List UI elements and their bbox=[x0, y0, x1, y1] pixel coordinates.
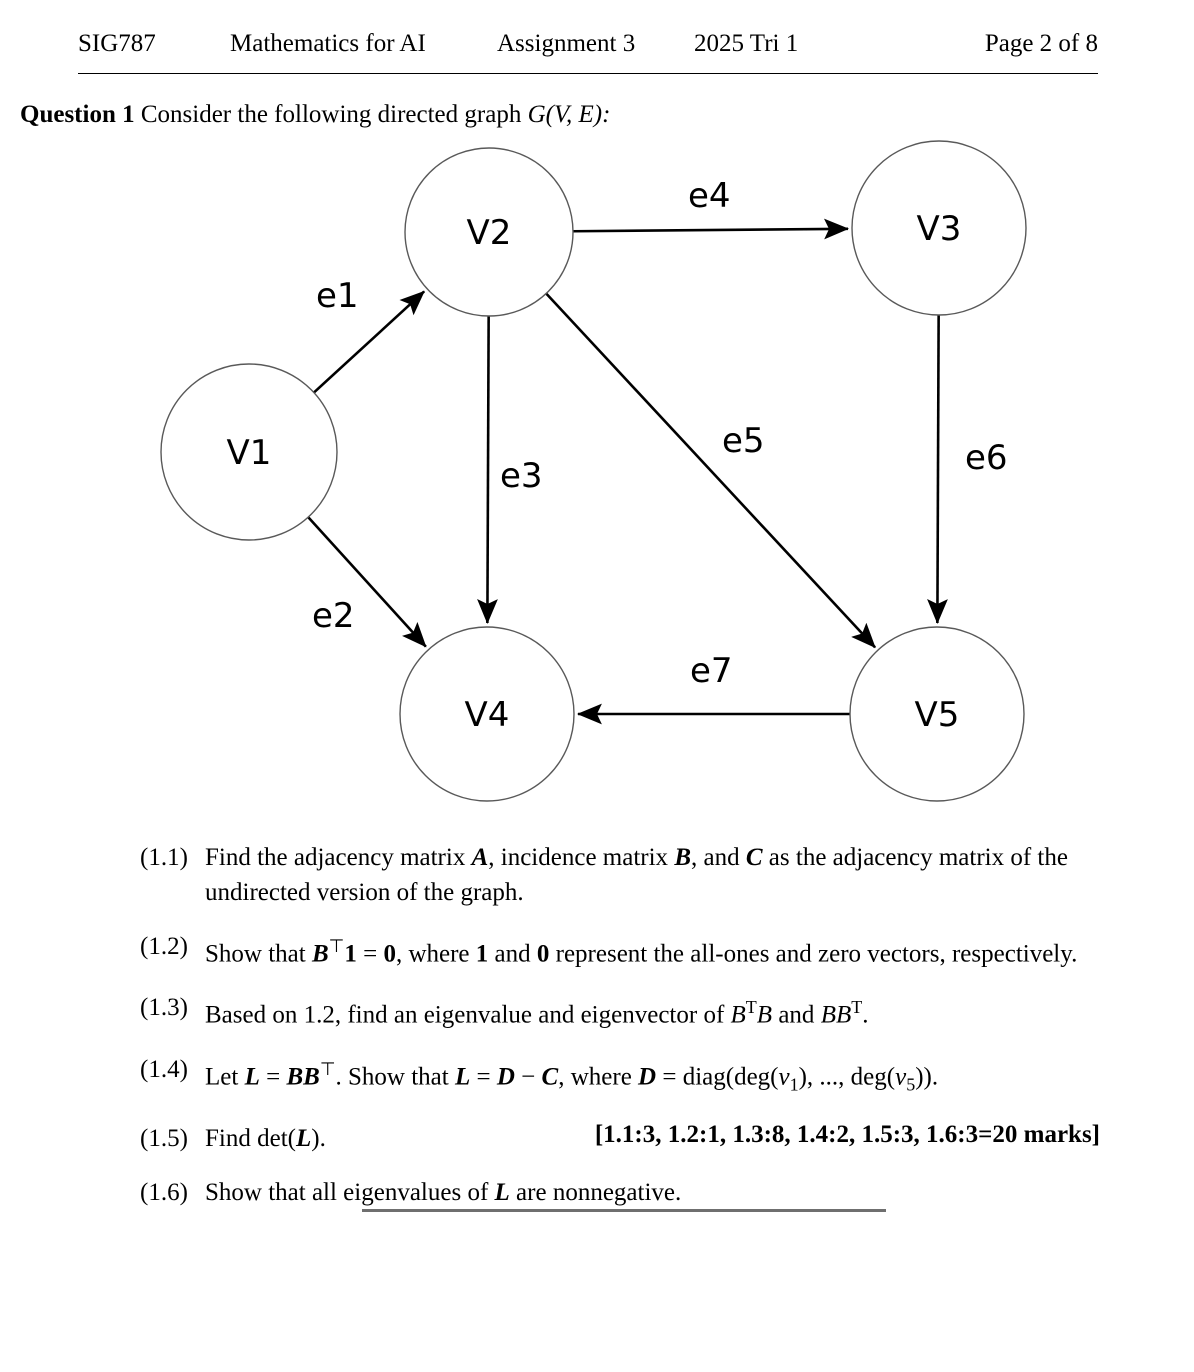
node-label-V2: V2 bbox=[467, 213, 512, 253]
subquestion-list: (1.1) Find the adjacency matrix A, incide… bbox=[140, 840, 1100, 1229]
graph-edge-e2 bbox=[307, 516, 427, 648]
subquestion-text: Find the adjacency matrix A, incidence m… bbox=[205, 844, 1068, 906]
question-stem: Question 1 Consider the following direct… bbox=[20, 98, 610, 132]
header-unit-name: Mathematics for AI bbox=[230, 30, 426, 57]
node-label-V5: V5 bbox=[915, 695, 960, 735]
graph-node-V3 bbox=[851, 140, 1027, 316]
node-label-V3: V3 bbox=[917, 209, 962, 249]
subquestion-tag: (1.5) bbox=[140, 1124, 188, 1152]
subquestion-text: Show that B⊤1 = 0, where 1 and 0 represe… bbox=[205, 936, 1078, 968]
question-label: Question 1 bbox=[20, 101, 135, 128]
edge-label-e7: e7 bbox=[690, 651, 733, 691]
graph-edge-labels: e1 e2 e3 e4 e5 e6 e7 bbox=[312, 176, 1008, 691]
question-stem-math: G(V, E): bbox=[527, 101, 611, 128]
subquestion-text: Based on 1.2, find an eigenvalue and eig… bbox=[205, 997, 869, 1029]
edge-label-e5: e5 bbox=[722, 421, 765, 461]
footer-rule bbox=[362, 1209, 886, 1212]
graph-node-V4 bbox=[399, 626, 575, 802]
node-label-V4: V4 bbox=[465, 695, 510, 735]
marks-allocation: [1.1:3, 1.2:1, 1.3:8, 1.4:2, 1.5:3, 1.6:… bbox=[594, 1121, 1100, 1148]
subquestion-text: Show that all eigenvalues of L are nonne… bbox=[205, 1178, 682, 1206]
edge-label-e6: e6 bbox=[965, 438, 1008, 478]
edge-label-e1: e1 bbox=[316, 276, 359, 316]
header-page-number: Page 2 of 8 bbox=[984, 30, 1098, 57]
graph-edge-e6 bbox=[927, 314, 948, 625]
graph-node-V1 bbox=[160, 363, 338, 541]
question-stem-text: Consider the following directed graph bbox=[140, 101, 522, 128]
graph-edges bbox=[307, 218, 948, 725]
edge-label-e3: e3 bbox=[500, 456, 543, 496]
subquestion-tag: (1.2) bbox=[140, 933, 188, 960]
subquestion-1.4: (1.4) Let L = BB⊤. Show that L = D − C, w… bbox=[140, 1052, 1100, 1102]
graph-node-V2 bbox=[404, 147, 574, 317]
subquestion-1.2: (1.2) Show that B⊤1 = 0, where 1 and 0 re… bbox=[140, 929, 1100, 971]
subquestion-1.5: (1.5) Find det(L). bbox=[140, 1121, 1100, 1156]
page-header: SIG787 Mathematics for AI Assignment 3 2… bbox=[78, 28, 1098, 74]
graph-edge-e1 bbox=[312, 290, 426, 394]
graph-edge-e4 bbox=[572, 218, 850, 240]
node-label-V1: V1 bbox=[227, 433, 272, 473]
graph-edge-e3 bbox=[477, 315, 498, 625]
edge-label-e4: e4 bbox=[688, 176, 731, 216]
subquestion-tag: (1.4) bbox=[140, 1055, 188, 1083]
header-course-code: SIG787 bbox=[78, 30, 156, 57]
subquestion-tag: (1.6) bbox=[140, 1178, 188, 1206]
subquestion-text: Let L = BB⊤. Show that L = D − C, where … bbox=[205, 1058, 939, 1094]
edge-label-e2: e2 bbox=[312, 596, 355, 636]
subquestion-1.1: (1.1) Find the adjacency matrix A, incide… bbox=[140, 840, 1100, 910]
subquestion-text: Find det(L). bbox=[205, 1124, 326, 1152]
subquestion-1.6: (1.6) Show that all eigenvalues of L are … bbox=[140, 1175, 1100, 1210]
graph-edge-e5 bbox=[545, 292, 876, 649]
subquestion-1.3: (1.3) Based on 1.2, find an eigenvalue an… bbox=[140, 990, 1100, 1032]
subquestion-tag: (1.1) bbox=[140, 844, 188, 871]
header-assignment: Assignment 3 bbox=[497, 30, 636, 57]
subquestion-tag: (1.3) bbox=[140, 994, 188, 1022]
graph-node-V5 bbox=[849, 626, 1025, 802]
header-term: 2025 Tri 1 bbox=[694, 30, 799, 57]
